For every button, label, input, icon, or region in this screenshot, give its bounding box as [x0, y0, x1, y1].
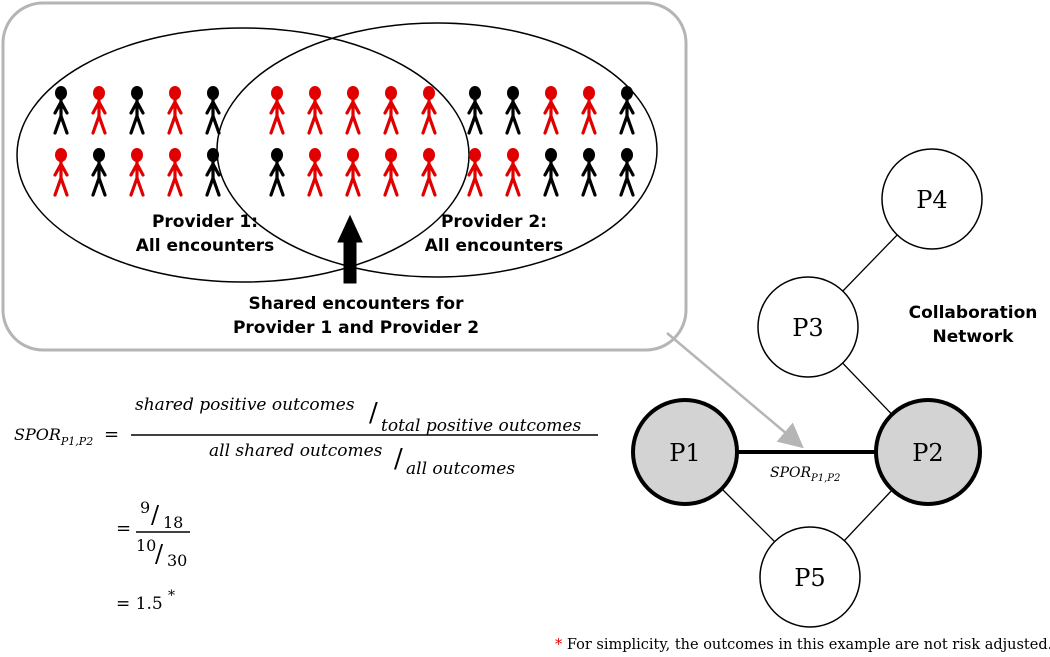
provider2-label-line2: All encounters [425, 236, 563, 256]
person-negative-icon [581, 148, 597, 197]
network-edges [684, 198, 933, 578]
edge-label-main: SPOR [770, 465, 811, 481]
node-p3-label: P3 [792, 314, 823, 342]
svg-text:SPORP1,P2: SPORP1,P2 [14, 425, 93, 448]
node-p4-label: P4 [916, 186, 947, 214]
formula-den-a: all shared outcomes [209, 441, 383, 461]
network-title-line2: Network [933, 327, 1015, 347]
formula-equals: = [104, 424, 119, 445]
person-negative-icon [543, 148, 559, 197]
footnote-text: For simplicity, the outcomes in this exa… [562, 637, 1050, 653]
formula-num-slash: / [369, 398, 378, 428]
edge-label-sub: P1,P2 [810, 473, 840, 484]
person-positive-icon [345, 148, 361, 197]
provider2-encounters [467, 86, 635, 197]
formula-equals-2: = [116, 518, 131, 539]
person-positive-icon [269, 86, 285, 135]
frac-den-a: 10 [136, 536, 156, 555]
node-p5 [759, 526, 861, 628]
frac-num-b: 18 [163, 513, 183, 532]
formula-result-asterisk: * [168, 588, 175, 604]
frac-num-a: 9 [140, 498, 150, 517]
person-negative-icon [619, 86, 635, 135]
node-p5-label: P5 [794, 564, 825, 592]
spor-formula: SPORP1,P2 = shared positive outcomes / t… [14, 395, 598, 614]
callout-arrow [666, 332, 804, 449]
person-positive-icon [129, 148, 145, 197]
person-negative-icon [205, 86, 221, 135]
formula-lhs: SPOR [14, 425, 61, 444]
footnote: * For simplicity, the outcomes in this e… [555, 637, 1050, 653]
person-negative-icon [505, 86, 521, 135]
person-negative-icon [129, 86, 145, 135]
person-positive-icon [345, 86, 361, 135]
person-positive-icon [505, 148, 521, 197]
person-positive-icon [467, 148, 483, 197]
provider2-label-line1: Provider 2: [441, 212, 547, 232]
person-positive-icon [307, 86, 323, 135]
formula-lhs-sub: P1,P2 [60, 435, 93, 448]
node-p2-label: P2 [912, 439, 943, 467]
person-positive-icon [167, 86, 183, 135]
shared-encounters [269, 86, 437, 197]
person-positive-icon [53, 148, 69, 197]
provider1-encounters [53, 86, 221, 197]
person-positive-icon [421, 148, 437, 197]
formula-num-a: shared positive outcomes [135, 395, 355, 415]
formula-den-b: all outcomes [406, 459, 515, 479]
formula-result: = 1.5 [116, 594, 163, 614]
person-negative-icon [269, 148, 285, 197]
venn-panel [1, 1, 688, 352]
person-positive-icon [581, 86, 597, 135]
provider1-label-line1: Provider 1: [152, 212, 258, 232]
provider1-label-line2: All encounters [136, 236, 274, 256]
frac-den-slash: / [155, 540, 164, 568]
person-negative-icon [619, 148, 635, 197]
person-positive-icon [383, 86, 399, 135]
person-positive-icon [383, 148, 399, 197]
shared-label-line2: Provider 1 and Provider 2 [233, 318, 479, 338]
node-p1 [631, 398, 739, 506]
person-negative-icon [53, 86, 69, 135]
node-p2 [874, 398, 982, 506]
person-negative-icon [205, 148, 221, 197]
person-positive-icon [91, 86, 107, 135]
node-p4 [881, 148, 983, 250]
frac-den-b: 30 [167, 551, 187, 570]
person-positive-icon [543, 86, 559, 135]
shared-arrow-icon [337, 214, 363, 284]
frac-num-slash: / [151, 501, 160, 529]
person-negative-icon [467, 86, 483, 135]
person-positive-icon [421, 86, 437, 135]
network-nodes: P4 P3 P1 P2 P5 [631, 148, 983, 628]
node-p1-label: P1 [669, 439, 700, 467]
footnote-asterisk: * [555, 637, 563, 653]
formula-den-slash: / [394, 444, 403, 474]
network-title-line1: Collaboration [909, 303, 1038, 323]
person-positive-icon [307, 148, 323, 197]
person-positive-icon [167, 148, 183, 197]
shared-label-line1: Shared encounters for [249, 294, 465, 314]
edge-label: SPORP1,P2 [770, 465, 840, 484]
formula-num-b: total positive outcomes [381, 416, 581, 436]
node-p3 [757, 276, 859, 378]
person-negative-icon [91, 148, 107, 197]
